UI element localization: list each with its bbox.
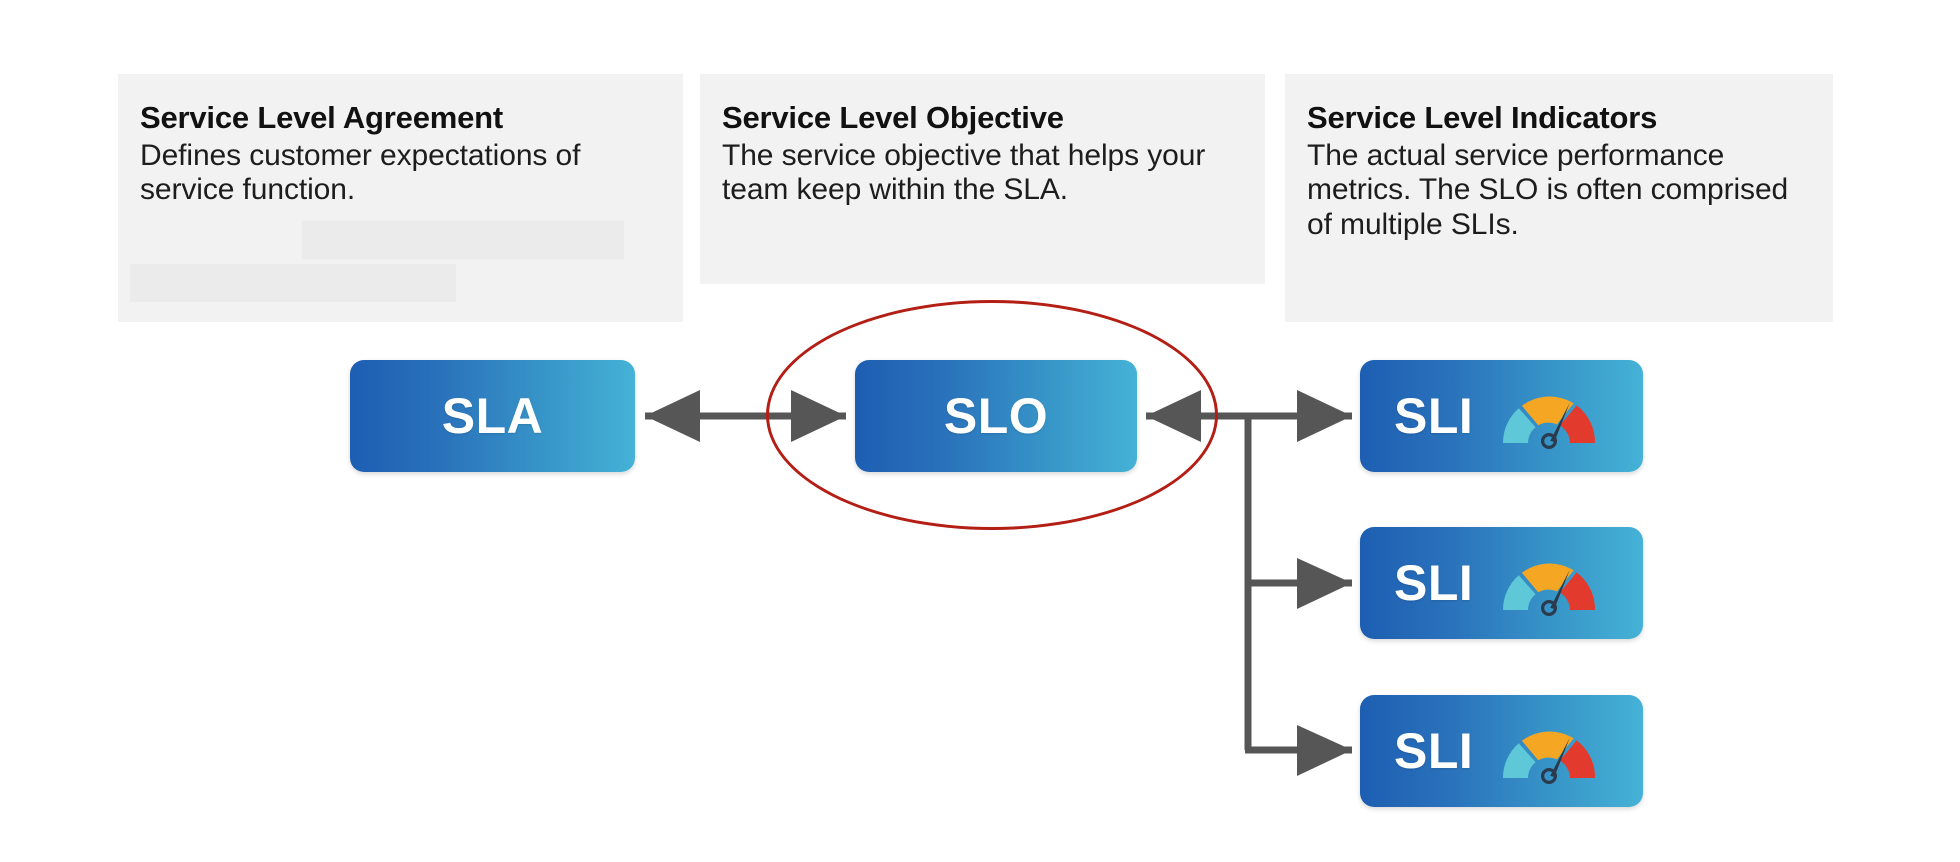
gauge-icon (1503, 563, 1596, 616)
node-label: SLI (1394, 723, 1474, 779)
node-label: SLI (1394, 555, 1474, 611)
node-label: SLO (943, 388, 1049, 444)
node-sla[interactable]: SLA (350, 360, 635, 472)
gauge-icon (1503, 731, 1596, 784)
node-label: SLI (1394, 388, 1474, 444)
card-body: Defines customer expectations of service… (140, 138, 581, 207)
connector-slo-sli-1 (1146, 390, 1352, 442)
card-title: Service Level Indicators (1307, 100, 1658, 135)
gauge-icon (1503, 396, 1596, 449)
card-body: The actual service performance metrics. … (1307, 138, 1789, 242)
connector-slo-sli-2 (1245, 558, 1352, 609)
placeholder-bar (302, 221, 624, 259)
card-body: The service objective that helps your te… (722, 138, 1206, 207)
node-slo[interactable]: SLO (855, 360, 1137, 472)
card-service-level-objective: Service Level Objective The service obje… (700, 74, 1265, 284)
node-sli-1[interactable]: SLI (1360, 360, 1643, 472)
node-sli-3[interactable]: SLI (1360, 695, 1643, 807)
placeholder-bar (130, 264, 456, 302)
card-title: Service Level Agreement (140, 100, 503, 135)
node-sli-2[interactable]: SLI (1360, 527, 1643, 639)
card-title: Service Level Objective (722, 100, 1064, 135)
connector-slo-sli-3 (1245, 725, 1352, 776)
node-label: SLA (441, 388, 544, 444)
card-service-level-indicators: Service Level Indicators The actual serv… (1285, 74, 1833, 322)
connector-sla-slo (645, 390, 846, 442)
